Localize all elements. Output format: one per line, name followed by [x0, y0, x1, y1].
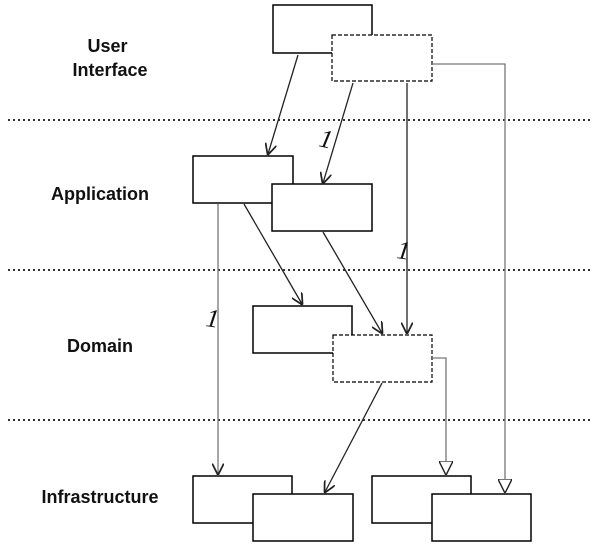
dependency-arrow [325, 382, 383, 492]
implementation-arrow [432, 63, 505, 492]
dependency-arrow [268, 54, 299, 154]
multiplicity-mark: 1 [395, 235, 412, 266]
implementation-arrow [432, 357, 446, 474]
layer-label-infrastructure: Infrastructure [41, 487, 158, 507]
infrastructure-box-4 [431, 493, 532, 542]
layer-label-domain: Domain [67, 336, 133, 356]
ui-box-2 [331, 34, 433, 82]
dependency-arrow [243, 203, 302, 304]
dependency-arrow [323, 82, 354, 183]
layer-label-user-interface: User Interface [72, 36, 147, 80]
infrastructure-box-2 [252, 493, 354, 542]
multiplicity-mark: 1 [317, 124, 336, 155]
ui-box-1 [272, 4, 373, 54]
dependency-arrow [322, 231, 382, 333]
layer-label-application: Application [51, 184, 149, 204]
domain-box-2 [332, 334, 433, 383]
multiplicity-mark: 1 [204, 303, 221, 334]
application-box-2 [271, 183, 373, 232]
